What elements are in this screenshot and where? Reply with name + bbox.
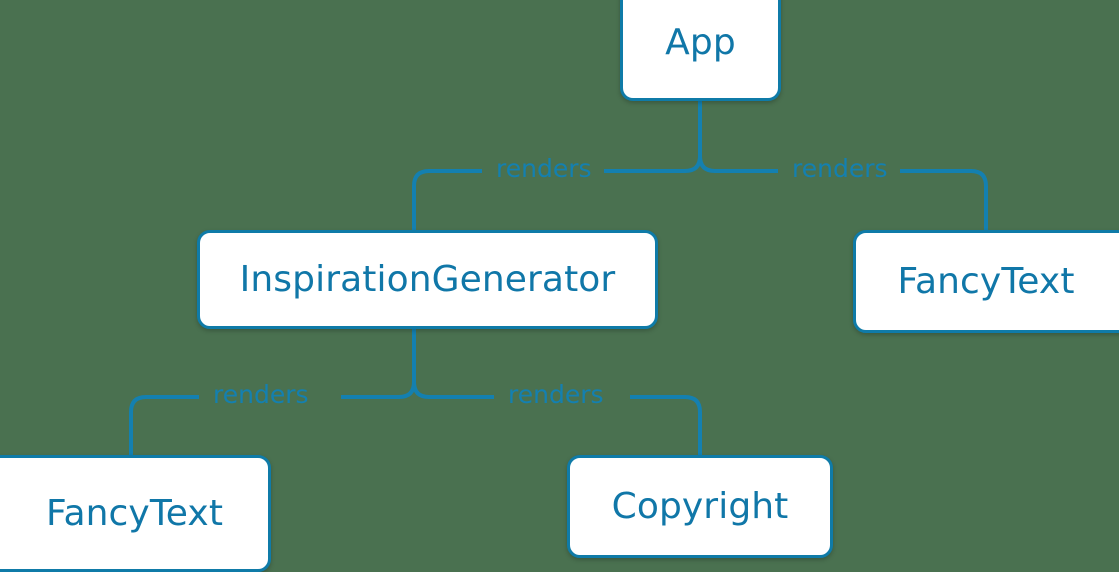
- node-fancytext-right-label: FancyText: [897, 260, 1075, 302]
- node-inspiration-generator-label: InspirationGenerator: [239, 258, 616, 300]
- node-app[interactable]: App: [620, 0, 781, 101]
- edge-inspiration-stem: [412, 329, 430, 399]
- edge-label-inspiration-generator-to-fancytext: renders: [213, 380, 309, 409]
- node-copyright-label: Copyright: [611, 485, 789, 527]
- node-fancytext-bottom[interactable]: FancyText: [0, 455, 271, 572]
- edge-app-to-fancytext-bar-outer: [900, 169, 988, 230]
- edge-app-to-inspiration-bar-outer: [412, 169, 482, 230]
- node-copyright[interactable]: Copyright: [567, 455, 833, 558]
- edge-app-stem-left: [684, 155, 702, 173]
- node-app-label: App: [665, 22, 736, 63]
- edge-inspiration-stem-left: [398, 381, 416, 399]
- node-fancytext-right[interactable]: FancyText: [853, 230, 1119, 333]
- edge-ig-to-fancytext-bar-outer: [129, 395, 199, 456]
- edge-label-inspiration-generator-to-copyright: renders: [508, 380, 604, 409]
- node-fancytext-bottom-label: FancyText: [45, 492, 224, 534]
- edge-app-stem: [698, 100, 716, 173]
- edge-layer: [129, 100, 988, 456]
- edge-label-app-to-inspiration-generator: renders: [496, 154, 592, 183]
- edge-ig-to-copyright-bar-outer: [630, 395, 702, 456]
- node-inspiration-generator[interactable]: InspirationGenerator: [197, 230, 658, 329]
- edge-label-app-to-fancytext: renders: [792, 154, 888, 183]
